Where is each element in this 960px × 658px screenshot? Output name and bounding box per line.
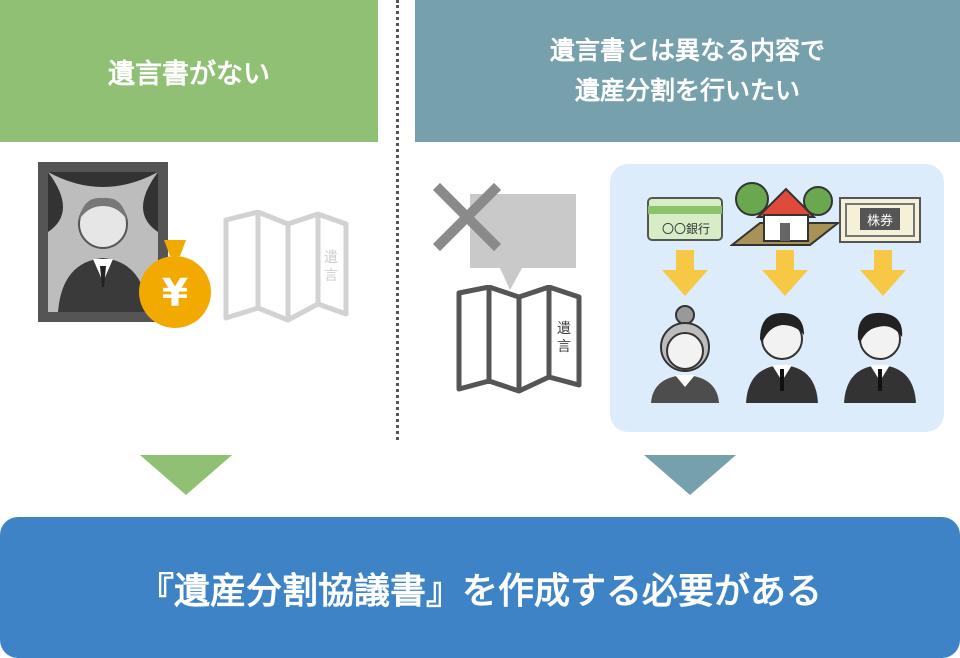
- conclusion-text: 『遺産分割協議書』を作成する必要がある: [137, 570, 822, 612]
- right-panel-header: 遺言書とは異なる内容で 遺産分割を行いたい: [415, 0, 960, 142]
- flow-arrow-left-icon: [140, 455, 232, 495]
- svg-text:言: 言: [557, 339, 571, 355]
- panel-divider: [396, 0, 399, 440]
- arrow-down-icon: [860, 250, 906, 296]
- arrow-down-icon: [662, 250, 708, 296]
- right-panel-title-line1: 遺言書とは異なる内容で: [549, 36, 825, 65]
- bank-label: 〇〇銀行: [662, 222, 710, 236]
- flow-arrow-right-icon: [644, 455, 736, 495]
- stock-label: 株券: [867, 213, 893, 229]
- will-label-faded: 遺: [324, 250, 338, 266]
- left-panel-header: 遺言書がない: [0, 0, 378, 142]
- svg-text:言: 言: [324, 268, 338, 284]
- right-panel-title-line2: 遺産分割を行いたい: [574, 76, 800, 105]
- left-panel-title: 遺言書がない: [108, 58, 270, 90]
- arrow-down-icon: [762, 250, 808, 296]
- rejected-speech-bubble-icon: [432, 182, 576, 290]
- will-document-icon: 遺 言: [456, 285, 582, 394]
- man-heir-icon: [746, 313, 818, 403]
- money-bag-icon: ¥: [139, 240, 211, 328]
- will-document-faded-icon: 遺 言: [223, 210, 349, 323]
- house-icon: [730, 182, 840, 246]
- elderly-woman-heir-icon: [651, 305, 719, 403]
- young-man-heir-icon: [844, 312, 916, 403]
- stock-certificate-icon: 株券: [839, 197, 921, 243]
- bank-card-icon: 〇〇銀行: [647, 197, 723, 241]
- yen-label: ¥: [162, 271, 188, 315]
- conclusion-banner: 『遺産分割協議書』を作成する必要がある: [0, 517, 960, 658]
- memorial-portrait-icon: [38, 162, 168, 322]
- will-label: 遺: [557, 321, 571, 337]
